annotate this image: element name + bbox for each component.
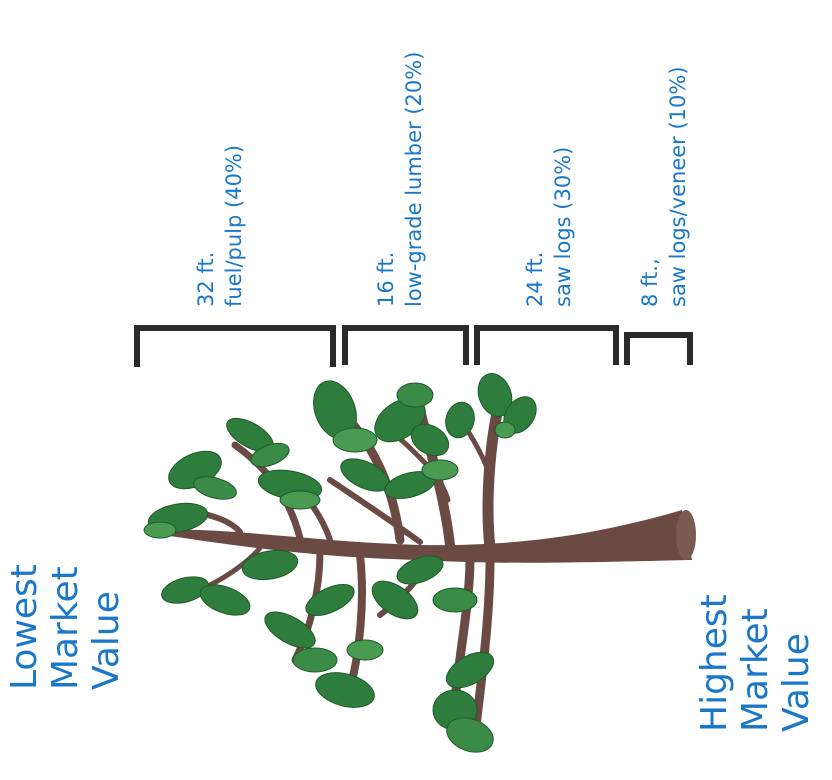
- bracket-24ft: [477, 328, 616, 362]
- bracket-32ft: [137, 328, 333, 364]
- right-label-line-3: Value: [776, 594, 817, 732]
- segment-length: 16 ft.: [372, 52, 400, 307]
- trunk-cut-end: [676, 510, 696, 560]
- segment-length: 8 ft.,: [636, 66, 664, 307]
- lowest-market-value-label: Lowest Market Value: [4, 564, 127, 690]
- segment-label-24ft: 24 ft. saw logs (30%): [521, 147, 577, 307]
- segment-length: 24 ft.: [521, 147, 549, 307]
- segment-label-32ft: 32 ft. fuel/pulp (40%): [192, 145, 248, 307]
- left-label-line-2: Market: [45, 564, 86, 690]
- segment-grade: saw logs (30%): [549, 147, 577, 307]
- right-label-line-2: Market: [735, 594, 776, 732]
- segment-grade: saw logs/veneer (10%): [664, 66, 692, 307]
- left-label-line-1: Lowest: [4, 564, 45, 690]
- bracket-16ft: [345, 328, 466, 362]
- segment-label-16ft: 16 ft. low-grade lumber (20%): [372, 52, 428, 307]
- segment-brackets: [137, 328, 690, 364]
- segment-grade: low-grade lumber (20%): [400, 52, 428, 307]
- highest-market-value-label: Highest Market Value: [694, 594, 817, 732]
- bracket-8ft: [627, 335, 690, 362]
- left-label-line-3: Value: [86, 564, 127, 690]
- tree-illustration: [144, 369, 696, 758]
- right-label-line-1: Highest: [694, 594, 735, 732]
- segment-grade: fuel/pulp (40%): [220, 145, 248, 307]
- segment-label-8ft: 8 ft., saw logs/veneer (10%): [636, 66, 692, 307]
- segment-length: 32 ft.: [192, 145, 220, 307]
